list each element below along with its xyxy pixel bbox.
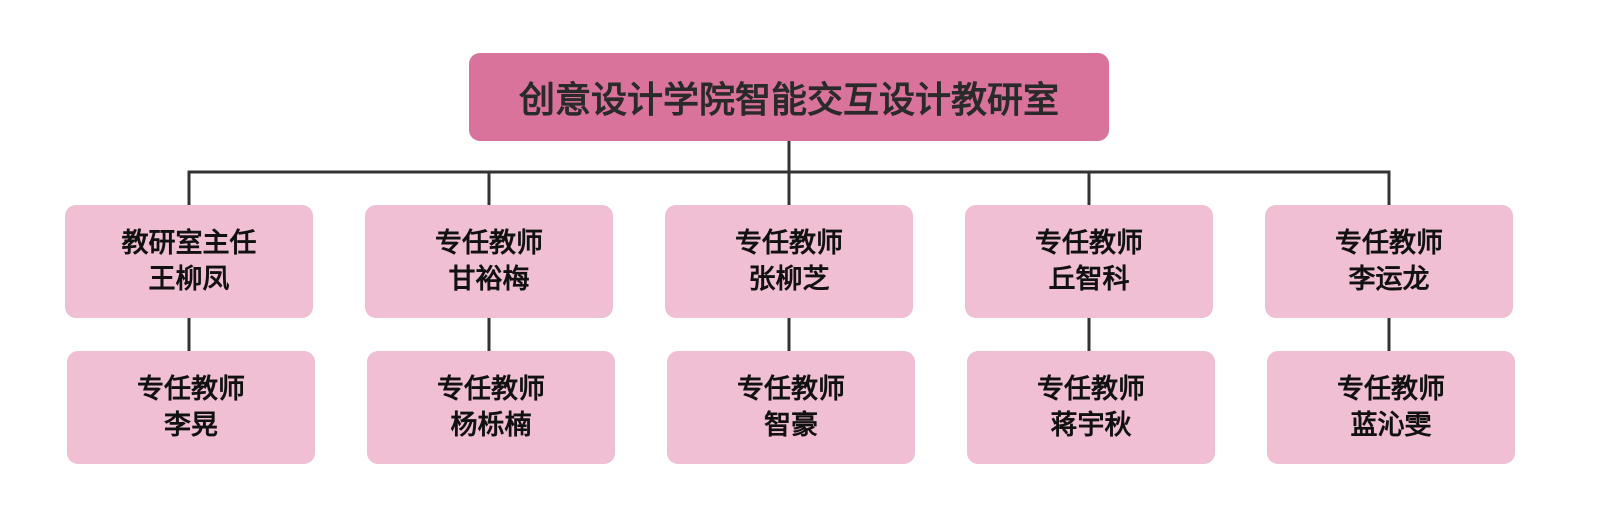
node-teacher: 专任教师 甘裕梅 [365,205,613,318]
node-teacher: 专任教师 丘智科 [965,205,1213,318]
node-role: 教研室主任 [121,227,257,259]
node-name: 李运龙 [1348,263,1430,295]
node-role: 专任教师 [737,373,845,405]
root-node: 创意设计学院智能交互设计教研室 [469,53,1109,141]
root-title: 创意设计学院智能交互设计教研室 [518,80,1059,121]
node-role: 专任教师 [437,373,545,405]
node-teacher: 专任教师 李运龙 [1265,205,1513,318]
node-teacher: 专任教师 李晃 [67,351,315,464]
node-teacher: 专任教师 蓝沁雯 [1267,351,1515,464]
node-role: 专任教师 [1037,373,1145,405]
node-role: 专任教师 [435,227,543,259]
node-name: 蓝沁雯 [1350,409,1432,441]
node-name: 李晃 [164,409,218,441]
node-role: 专任教师 [137,373,245,405]
node-name: 甘裕梅 [448,263,530,295]
node-name: 王柳凤 [148,263,230,295]
node-name: 蒋宇秋 [1050,409,1132,441]
node-name: 杨栎楠 [450,409,532,441]
node-role: 专任教师 [735,227,843,259]
node-name: 张柳芝 [748,263,830,295]
node-teacher: 专任教师 张柳芝 [665,205,913,318]
node-teacher: 专任教师 智豪 [667,351,915,464]
node-role: 专任教师 [1337,373,1445,405]
node-name: 智豪 [764,409,818,441]
node-role: 专任教师 [1335,227,1443,259]
node-teacher: 专任教师 杨栎楠 [367,351,615,464]
node-head: 教研室主任 王柳凤 [65,205,313,318]
node-name: 丘智科 [1048,263,1130,295]
node-teacher: 专任教师 蒋宇秋 [967,351,1215,464]
node-role: 专任教师 [1035,227,1143,259]
